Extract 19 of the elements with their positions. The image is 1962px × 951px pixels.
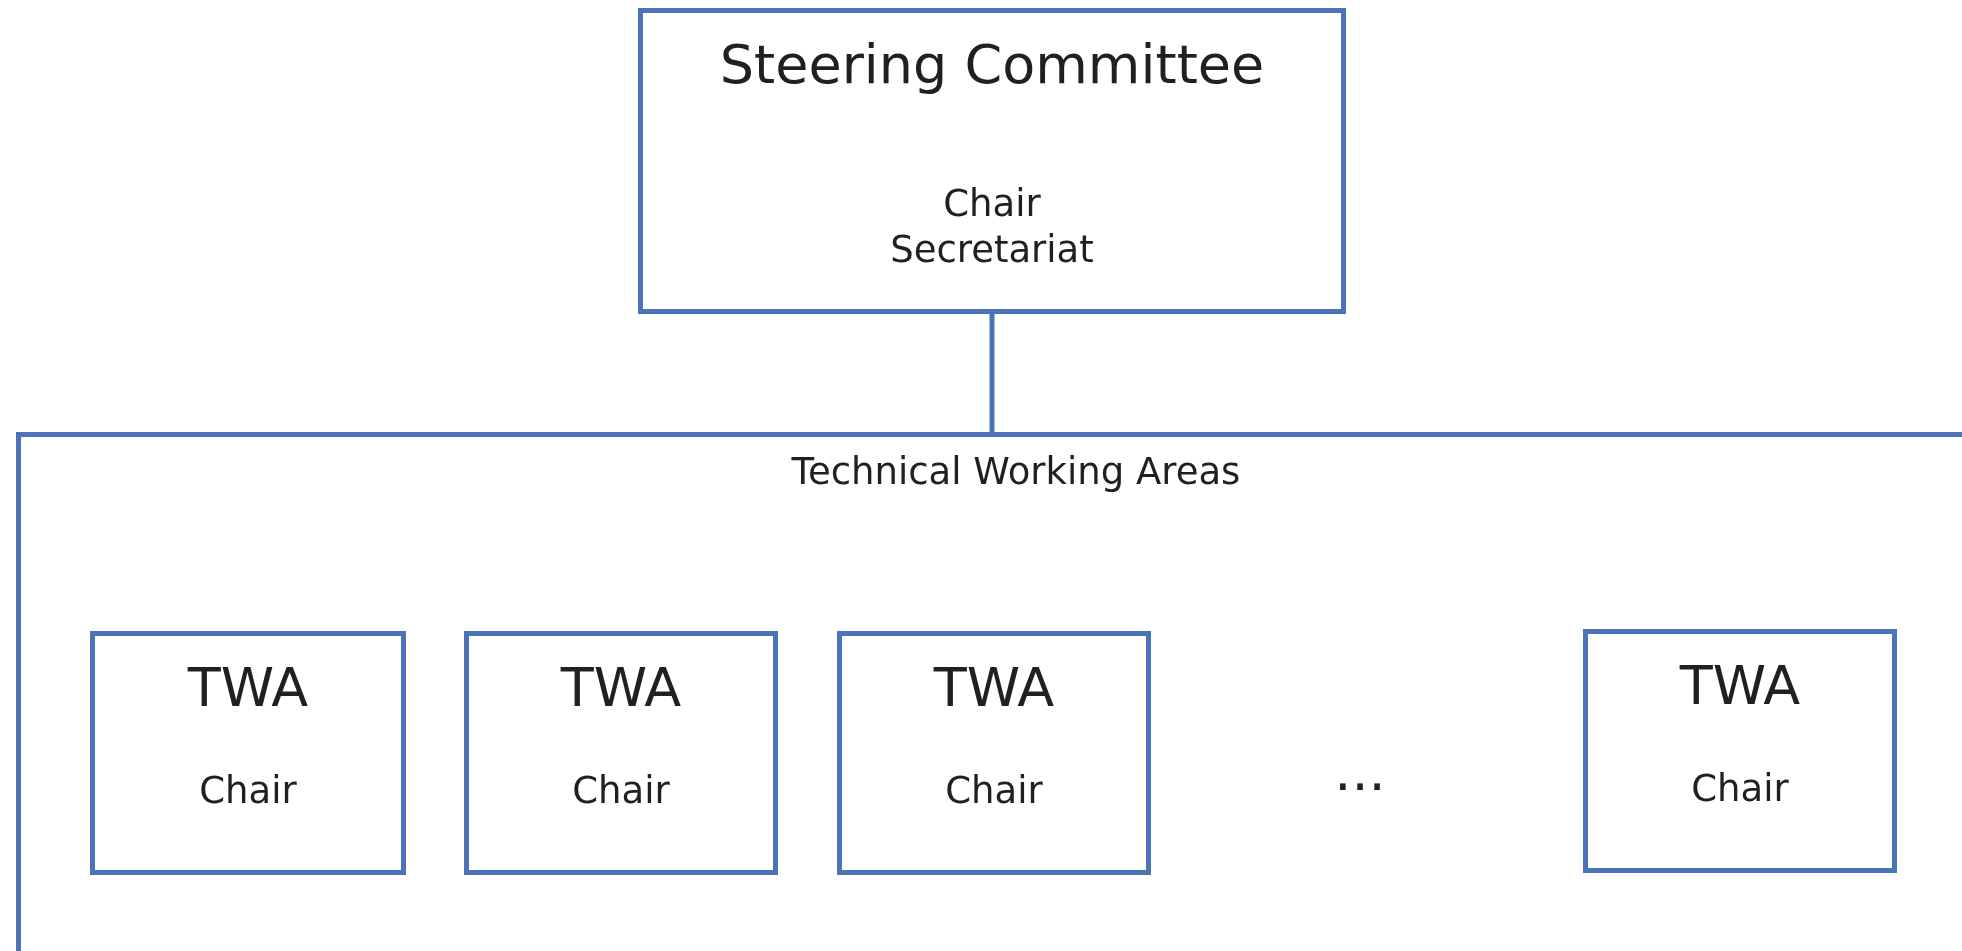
box-title: Technical Working Areas	[790, 449, 1242, 495]
ellipsis-text: ...	[1333, 740, 1387, 803]
role-text: Chair	[198, 768, 298, 814]
box-title: TWA	[1678, 653, 1802, 719]
area-box	[1583, 629, 1897, 873]
role-text: Chair	[1690, 766, 1790, 812]
area-box	[90, 631, 406, 875]
group-box	[16, 432, 1962, 951]
box-title: TWA	[186, 655, 310, 721]
area-box	[837, 631, 1151, 875]
role-text: Chair	[571, 768, 671, 814]
box-title: Steering Committee	[718, 32, 1266, 98]
area-box	[464, 631, 778, 875]
box-title: TWA	[932, 655, 1056, 721]
role-text: Chair Secretariat	[889, 181, 1095, 274]
committee-box	[638, 8, 1346, 314]
box-title: TWA	[559, 655, 683, 721]
connector-line	[989, 314, 995, 432]
role-text: Chair	[944, 768, 1044, 814]
